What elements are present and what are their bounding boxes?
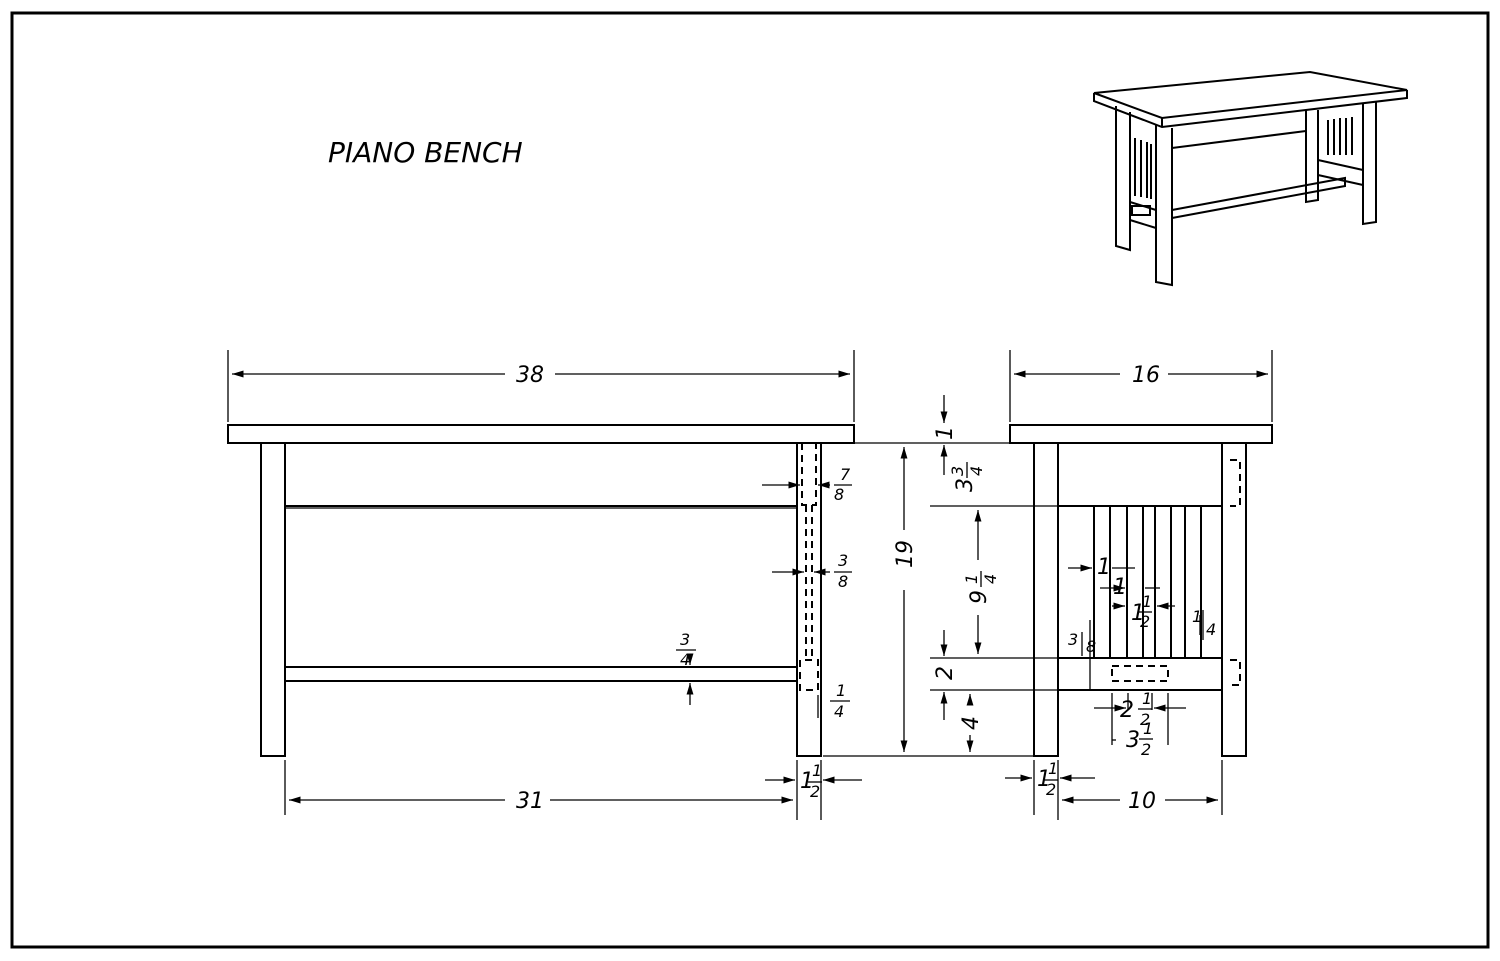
bench-top-front bbox=[227, 424, 855, 444]
leg-width-end-num: 1 bbox=[1048, 759, 1058, 778]
mortise-inner-whole: 2 bbox=[1120, 698, 1134, 723]
dim-stretcher: 3 4 bbox=[676, 630, 696, 669]
right-leg-front bbox=[796, 442, 822, 757]
rail-offset-num: 3 bbox=[1068, 630, 1078, 649]
right-leg-end bbox=[1221, 442, 1247, 757]
tenon-mid-num: 3 bbox=[838, 551, 848, 570]
mortise-outer-whole: 3 bbox=[1126, 728, 1140, 753]
dim-overall-length: 38 bbox=[516, 363, 544, 388]
leg-width-front-whole: 1 bbox=[800, 769, 814, 794]
dim-lower-rail: 2 bbox=[933, 666, 958, 680]
front-dimensions bbox=[227, 350, 862, 820]
stretcher-num: 3 bbox=[680, 630, 690, 649]
stretcher-den: 4 bbox=[680, 650, 690, 669]
stretcher-tenon-den: 4 bbox=[834, 702, 844, 721]
tenon-upper-num: 7 bbox=[840, 465, 851, 484]
front-view bbox=[227, 424, 855, 757]
slat-thickness-den: 4 bbox=[1206, 620, 1216, 639]
slat-pitch-den: 2 bbox=[1140, 612, 1150, 631]
dim-tenon-upper: 7 8 bbox=[834, 465, 852, 504]
leg-width-front-num: 1 bbox=[812, 761, 822, 780]
dim-slat-span: 9 1 4 bbox=[962, 571, 1000, 604]
dim-floor-clearance: 4 bbox=[959, 716, 984, 730]
dim-slat-thickness: 1 4 bbox=[1192, 607, 1216, 640]
apron-num: 3 bbox=[948, 466, 967, 476]
slat-span-whole: 9 bbox=[967, 590, 992, 604]
dim-tenon-mid: 3 8 bbox=[834, 551, 852, 591]
leg-width-end-den: 2 bbox=[1046, 780, 1056, 799]
dim-inner-depth: 10 bbox=[1128, 789, 1156, 814]
left-leg-front bbox=[260, 442, 286, 757]
dimension-labels: 38 16 31 10 19 1 3 3 4 9 1 4 2 4 7 8 3 8 bbox=[516, 363, 1216, 814]
drawing-title: PIANO BENCH bbox=[328, 136, 523, 169]
end-view bbox=[1009, 424, 1273, 757]
drawing-border bbox=[10, 11, 1490, 949]
slat-pitch-num: 1 bbox=[1142, 592, 1152, 611]
dim-slat-gap: 1 bbox=[1113, 575, 1127, 600]
tenon-mid-den: 8 bbox=[838, 572, 848, 591]
apron-den: 4 bbox=[967, 466, 986, 476]
dim-mortise-inner: 2 1 2 bbox=[1120, 689, 1152, 729]
slat-span-num: 1 bbox=[962, 574, 981, 584]
dim-slat-pitch: 1 1 2 bbox=[1131, 592, 1152, 631]
dim-overall-depth: 16 bbox=[1132, 363, 1160, 388]
mortise-inner-num: 1 bbox=[1142, 689, 1152, 708]
dim-top-thickness: 1 bbox=[933, 426, 958, 440]
dim-mortise-outer: 3 1 2 bbox=[1126, 719, 1153, 759]
dim-slat-width: 1 bbox=[1097, 555, 1111, 580]
dim-leg-width-end: 1 1 2 bbox=[1037, 759, 1058, 799]
left-leg-end bbox=[1033, 442, 1059, 757]
dim-stretcher-tenon: 1 4 bbox=[830, 681, 850, 721]
leg-width-front-den: 2 bbox=[810, 782, 820, 801]
slat-pitch-whole: 1 bbox=[1131, 601, 1145, 626]
apron-whole: 3 bbox=[953, 478, 978, 492]
dim-rail-offset: 3 8 bbox=[1068, 630, 1096, 656]
mortise-inner-den: 2 bbox=[1140, 710, 1150, 729]
dim-leg-spacing: 31 bbox=[516, 789, 544, 814]
dim-leg-width-front: 1 1 2 bbox=[800, 761, 822, 801]
slat-span-den: 4 bbox=[981, 574, 1000, 584]
rail-offset-den: 8 bbox=[1086, 637, 1096, 656]
perspective-sketch bbox=[1093, 70, 1408, 287]
end-dimensions bbox=[823, 350, 1273, 820]
mortise-outer-den: 2 bbox=[1141, 740, 1151, 759]
bench-top-end bbox=[1009, 424, 1273, 444]
dim-apron-height: 3 3 4 bbox=[948, 462, 986, 492]
mortise-outer-num: 1 bbox=[1143, 719, 1153, 738]
stretcher-tenon-num: 1 bbox=[836, 681, 846, 700]
slat-thickness-num: 1 bbox=[1192, 607, 1202, 626]
dim-height: 19 bbox=[893, 540, 918, 568]
tenon-upper-den: 8 bbox=[834, 485, 844, 504]
